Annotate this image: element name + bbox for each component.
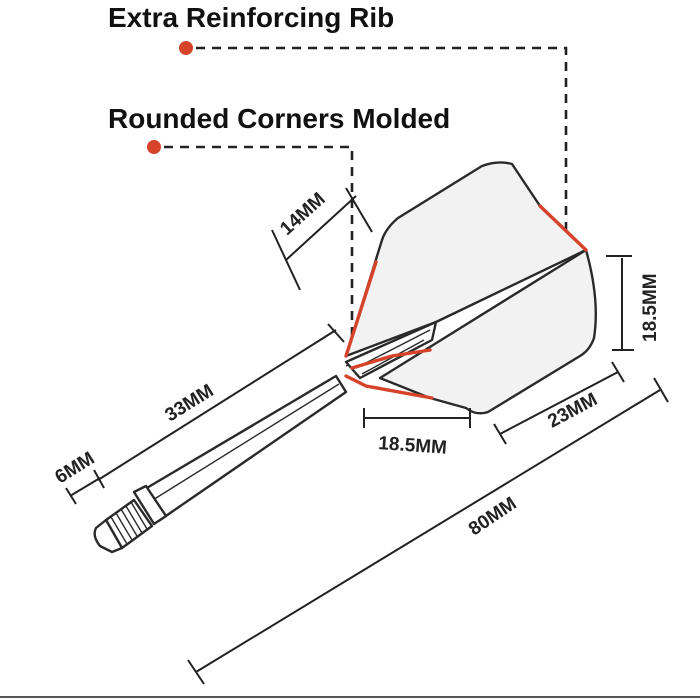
shaft-collar [132, 484, 168, 526]
dim-line [69, 477, 101, 497]
thread-groove [125, 505, 143, 534]
dart-shaft [93, 374, 348, 554]
dimension-flight-height: 18.5MM [606, 255, 661, 351]
dim-tick [345, 187, 373, 233]
dim-tick [271, 229, 301, 291]
dim-label-flight-front: 18.5MM [378, 433, 448, 459]
dim-label-total-length: 80MM [465, 493, 521, 540]
callout-corners-dot [147, 140, 161, 154]
rib-accent-rear [538, 204, 588, 252]
thread-groove [115, 512, 133, 541]
rib-accent-socket [350, 348, 432, 370]
shaft-highlight [147, 383, 340, 504]
dim-label-stem-width: 14MM [276, 189, 329, 240]
thread-tip [93, 518, 124, 554]
callout-rib-dot [179, 41, 193, 55]
flight-upper-wing [344, 161, 588, 358]
dim-label-flight-height: 18.5MM [640, 273, 661, 342]
thread-groove [130, 501, 148, 530]
rib-accent-front [344, 260, 378, 358]
dim-tick [187, 659, 205, 685]
dimension-thread-length: 6MM [52, 448, 105, 505]
dim-tick [93, 469, 105, 489]
flight-lower-wing [378, 248, 597, 415]
dim-line [499, 371, 619, 435]
dim-line [285, 195, 357, 261]
dimension-flight-front: 18.5MM [363, 408, 471, 459]
dim-tick [327, 323, 345, 343]
dim-label-shaft-length: 33MM [162, 380, 218, 426]
dim-line [97, 329, 337, 481]
rib-accent-lower [344, 374, 434, 400]
dim-line [195, 389, 661, 673]
thread-groove [110, 516, 128, 545]
dim-tick [65, 487, 77, 505]
shaft-body [138, 374, 348, 522]
callout-corners-leader [164, 145, 354, 352]
dimension-stem-width: 14MM [271, 187, 373, 291]
thread-groove [120, 508, 138, 537]
dim-tick [611, 361, 625, 383]
callout-rib-leader [196, 46, 568, 238]
shaft-thread [93, 498, 154, 554]
dim-tick [493, 423, 507, 445]
callout-rib-title: Extra Reinforcing Rib [108, 2, 394, 33]
callout-corners-title: Rounded Corners Molded [108, 103, 450, 134]
dim-tick [653, 377, 669, 403]
dart-flight [344, 161, 597, 415]
